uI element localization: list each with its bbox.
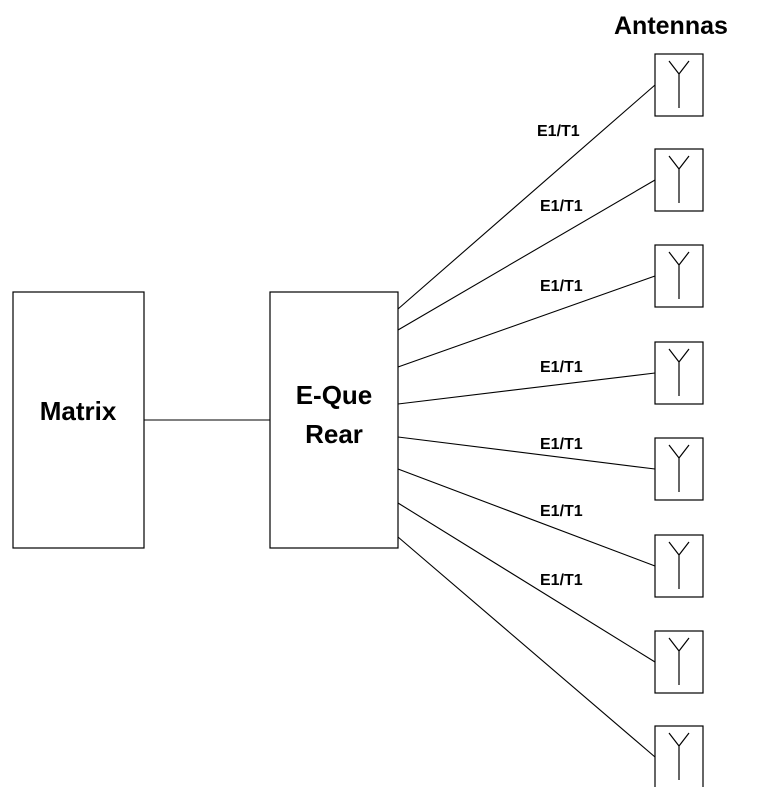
antennas-title: Antennas (614, 12, 728, 40)
e1t1-link-line (397, 372, 656, 405)
e1t1-link-label: E1/T1 (540, 198, 583, 215)
e1t1-link-label: E1/T1 (540, 278, 583, 295)
antenna-icon (668, 251, 690, 299)
antenna-unit (654, 341, 704, 405)
antenna-icon (668, 348, 690, 396)
e1t1-link-line (397, 436, 656, 470)
e1t1-link-label: E1/T1 (540, 503, 583, 520)
antenna-group (654, 53, 704, 787)
antenna-icon (668, 60, 690, 108)
eque-rear-label-line2: Rear (305, 419, 363, 449)
antenna-unit (654, 630, 704, 694)
antenna-icon (668, 155, 690, 203)
matrix-label: Matrix (40, 396, 117, 426)
antenna-unit (654, 534, 704, 598)
e1t1-link-line (397, 536, 656, 758)
e1t1-link-label: E1/T1 (540, 436, 583, 453)
matrix-box (12, 291, 145, 549)
antenna-unit (654, 53, 704, 117)
e1t1-link-line (397, 502, 656, 663)
antenna-unit (654, 437, 704, 501)
e1t1-link-line (397, 84, 656, 310)
e1t1-link-label: E1/T1 (540, 359, 583, 376)
eque-rear-box (269, 291, 399, 549)
e1t1-link-line (397, 179, 656, 331)
antenna-icon (668, 444, 690, 492)
antenna-unit (654, 244, 704, 308)
e1t1-link-label: E1/T1 (537, 123, 580, 140)
antenna-unit (654, 725, 704, 787)
e1t1-link-label: E1/T1 (540, 572, 583, 589)
antenna-icon (668, 732, 690, 780)
antenna-icon (668, 637, 690, 685)
antenna-icon (668, 541, 690, 589)
antenna-unit (654, 148, 704, 212)
eque-rear-label-line1: E-Que (296, 380, 373, 410)
e1t1-link-line (397, 275, 656, 368)
e1t1-link-line (397, 468, 656, 567)
